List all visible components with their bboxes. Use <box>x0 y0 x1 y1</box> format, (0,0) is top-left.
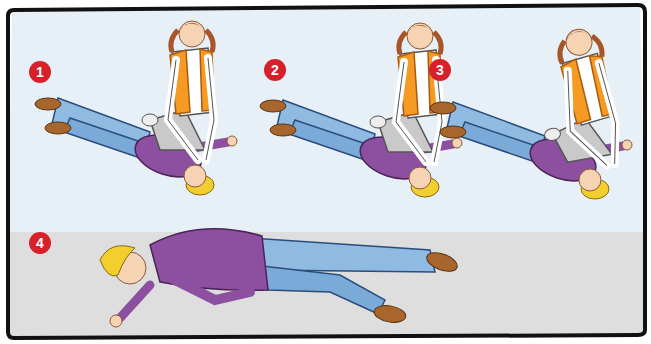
panel-background <box>8 5 645 232</box>
rescuer <box>142 21 214 160</box>
rescuer <box>527 26 622 175</box>
callout-number: 1 <box>36 65 44 79</box>
callout-number: 2 <box>271 63 279 77</box>
callout-number: 3 <box>436 63 444 77</box>
rescuer <box>370 23 442 162</box>
jeans <box>262 266 385 314</box>
shoe <box>424 249 460 275</box>
hair <box>100 246 135 276</box>
callout-number: 4 <box>36 236 44 250</box>
shirt <box>150 229 268 291</box>
callout-badge: 2 <box>264 59 286 81</box>
callout-badge: 1 <box>29 61 51 83</box>
callout-badge: 4 <box>29 232 51 254</box>
jeans <box>250 238 435 272</box>
frame <box>8 5 645 338</box>
panel-background <box>8 232 645 338</box>
arm <box>120 285 150 318</box>
callout-badge: 3 <box>429 59 451 81</box>
arm <box>175 280 250 300</box>
hand <box>110 315 122 327</box>
recovery-position-figure <box>100 229 460 327</box>
shoe <box>373 303 407 324</box>
